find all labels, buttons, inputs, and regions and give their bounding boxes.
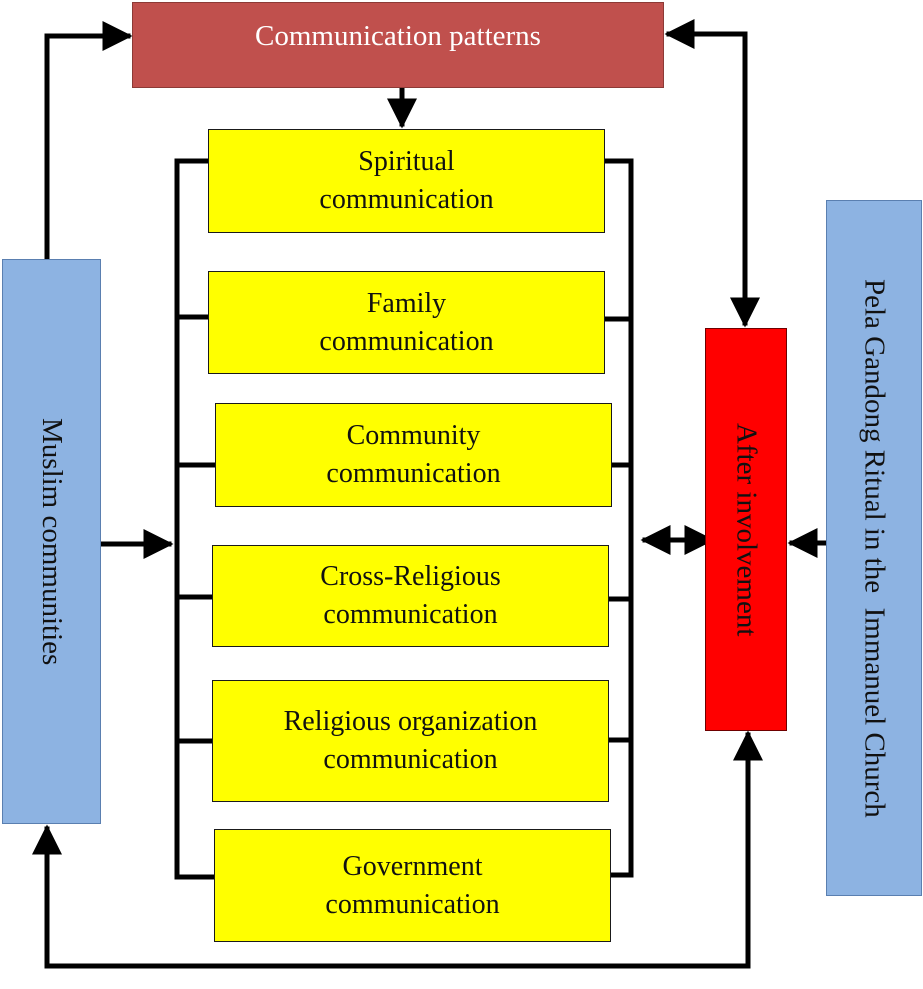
government-line2: communication bbox=[325, 888, 500, 920]
arrow-bottom-loop bbox=[32, 730, 763, 969]
after-involvement-label: After involvement bbox=[730, 422, 763, 637]
family-line1: Family bbox=[366, 287, 447, 319]
pela-gandong-label: Pela Gandong Ritual in the Immanuel Chur… bbox=[858, 278, 891, 818]
community-line1: Community bbox=[346, 420, 481, 452]
cross-religious-communication-box: Cross-Religious communication bbox=[212, 545, 609, 647]
community-communication-box: Community communication bbox=[215, 403, 612, 507]
religious-organization-communication-box: Religious organization communication bbox=[212, 680, 609, 802]
spiritual-communication-box: Spiritual communication bbox=[208, 129, 605, 233]
spiritual-line2: communication bbox=[319, 184, 494, 215]
after-involvement-box: After involvement bbox=[705, 328, 787, 731]
right-bracket-line bbox=[601, 158, 634, 878]
communication-patterns-box: Communication patterns bbox=[132, 2, 664, 88]
government-line1: Government bbox=[342, 850, 483, 882]
government-communication-box: Government communication bbox=[214, 829, 611, 942]
pela-gandong-box: Pela Gandong Ritual in the Immanuel Chur… bbox=[826, 200, 922, 896]
left-bracket-line bbox=[174, 158, 216, 880]
muslim-communities-label: Muslim communities bbox=[36, 417, 68, 666]
religious-organization-line1: Religious organization bbox=[283, 706, 538, 738]
cross-religious-line1: Cross-Religious bbox=[320, 561, 501, 593]
family-communication-box: Family communication bbox=[208, 271, 605, 374]
spiritual-line1: Spiritual bbox=[358, 146, 455, 178]
communication-patterns-label: Communication patterns bbox=[255, 19, 541, 52]
muslim-communities-box: Muslim communities bbox=[2, 259, 101, 824]
religious-organization-line2: communication bbox=[323, 744, 498, 775]
cross-religious-line2: communication bbox=[323, 599, 498, 630]
family-line2: communication bbox=[319, 325, 494, 357]
arrow-muslim-to-patterns bbox=[44, 21, 133, 261]
arrow-patterns-after bbox=[664, 19, 760, 328]
community-line2: communication bbox=[326, 458, 501, 489]
